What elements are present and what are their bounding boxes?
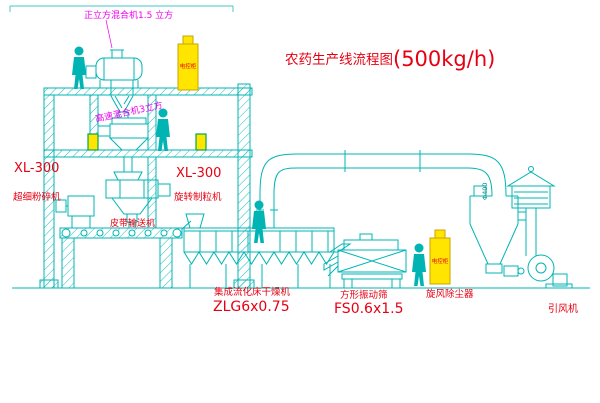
belt-conveyor (59, 220, 192, 289)
drawing-border (9, 5, 234, 12)
leader-line (105, 19, 113, 49)
control-cabinet-right-label: 电控柜 (432, 257, 449, 265)
label-granulator-model: XL-300 (176, 166, 221, 181)
label-dryer-name: 集成流化床干燥机 (214, 286, 291, 298)
worker-figure-3 (252, 200, 266, 243)
exhaust-duct (256, 150, 507, 228)
cube-mixer (85, 49, 143, 113)
diagram-title-capacity: (500kg/h) (393, 47, 495, 71)
label-mill-name: 超细粉碎机 (13, 191, 61, 203)
label-cube-mixer: 正立方混合机1.5 立方 (84, 9, 173, 21)
worker-figure-4 (412, 243, 426, 286)
label-belt-conveyor: 皮带输送机 (110, 217, 155, 229)
junction-box-left (87, 133, 99, 151)
label-dryer-model: ZLG6x0.75 (213, 299, 290, 315)
high-speed-mixer (97, 111, 150, 151)
fine-mill (55, 195, 95, 228)
junction-box-right (195, 133, 207, 151)
control-cabinet-right: 电控柜 (429, 229, 451, 285)
label-screen-name: 方形振动筛 (340, 289, 388, 301)
control-cabinet-top-label: 电控柜 (180, 62, 197, 70)
control-cabinet-top: 电控柜 (177, 35, 199, 91)
duct-dimension-label: Φ400 (481, 182, 489, 200)
label-dust-collector: 旋风除尘器 (426, 288, 474, 300)
induced-draft-fan (527, 254, 573, 289)
label-granulator-name: 旋转制粒机 (174, 191, 222, 203)
structure-frame (39, 83, 255, 289)
label-mill-model: XL-300 (14, 161, 59, 176)
vibrating-screen (323, 233, 407, 289)
rotary-granulator (105, 157, 171, 228)
worker-figure-2 (156, 108, 170, 151)
worker-figure-1 (72, 46, 86, 89)
diagram-title: 农药生产线流程图 (285, 52, 393, 68)
label-fan: 引风机 (548, 302, 578, 315)
cyclone-dust-collector (469, 185, 526, 277)
label-screen-model: FS0.6x1.5 (334, 301, 404, 317)
exhaust-stack (506, 166, 556, 256)
